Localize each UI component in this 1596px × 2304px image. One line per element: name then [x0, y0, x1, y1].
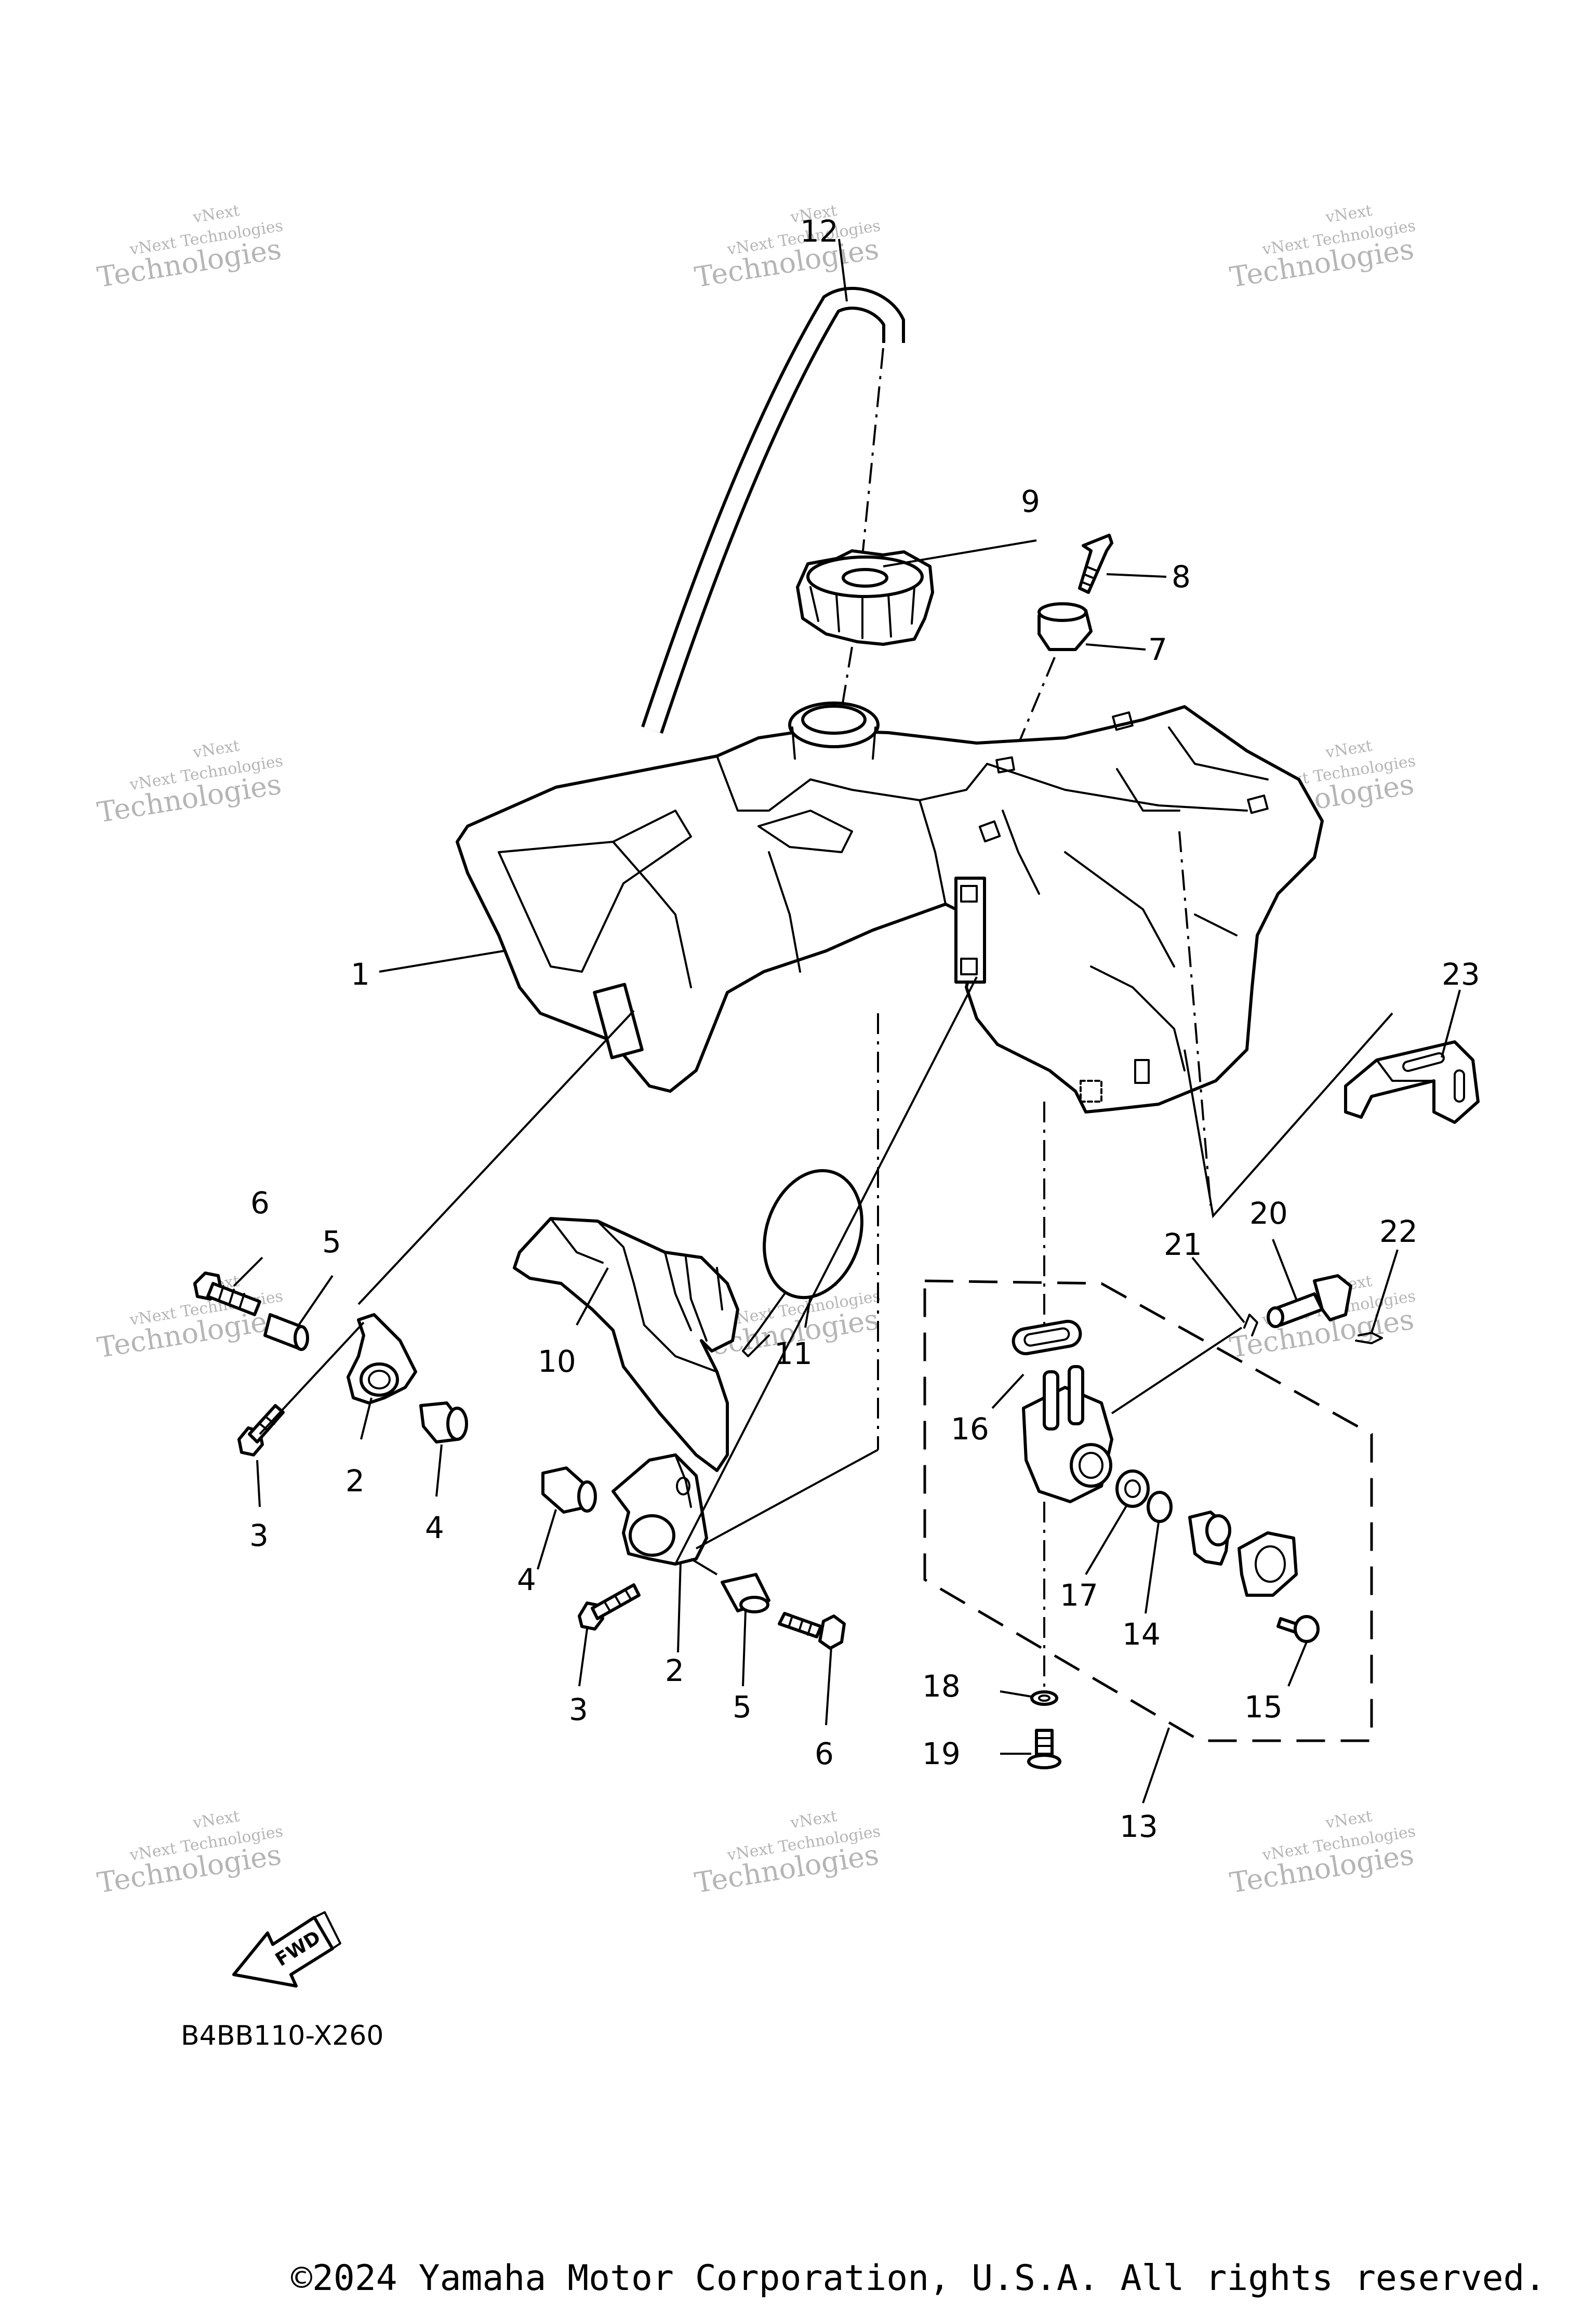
clip-22 — [1355, 1332, 1383, 1344]
callout-3-center: 3 — [569, 1692, 588, 1727]
collar-to-tank-guide — [1007, 657, 1056, 770]
breather-hose — [641, 287, 905, 734]
bracket-guide-line — [1183, 1012, 1393, 1219]
bracket-dashed-guide — [1178, 831, 1212, 1206]
cap-to-tank-guide — [841, 646, 853, 710]
callout-19: 19 — [922, 1736, 961, 1771]
callout-20: 20 — [1249, 1196, 1288, 1231]
collar-5-center — [721, 1573, 770, 1613]
callout-21: 21 — [1164, 1227, 1202, 1262]
callout-9: 9 — [1021, 484, 1040, 519]
bracket-23 — [1344, 1040, 1480, 1124]
callout-4-left: 4 — [425, 1510, 444, 1545]
center-mount-guide — [674, 976, 978, 1565]
svg-text:vNext: vNext — [191, 737, 241, 762]
callout-1: 1 — [351, 957, 370, 992]
fuel-tank — [456, 701, 1324, 1114]
callout-6-center: 6 — [815, 1736, 834, 1771]
svg-text:vNext: vNext — [789, 1807, 838, 1833]
callout-17: 17 — [1060, 1578, 1098, 1613]
fuel-tank-cap — [796, 549, 934, 646]
screw-8 — [1078, 534, 1113, 594]
collar-5-left — [263, 1313, 309, 1351]
screw-15 — [1276, 1615, 1320, 1643]
leader-lines — [233, 239, 1461, 1804]
clip-21 — [1243, 1314, 1258, 1336]
bolt-6-left — [193, 1272, 261, 1316]
svg-text:vNext: vNext — [191, 202, 241, 227]
callout-2-left: 2 — [345, 1463, 365, 1499]
callout-18: 18 — [922, 1669, 961, 1704]
callout-4-center: 4 — [517, 1562, 536, 1597]
center-collar-guide — [690, 1558, 718, 1575]
copyright-notice: ©2024 Yamaha Motor Corporation, U.S.A. A… — [291, 2258, 1546, 2299]
damper-4-left — [419, 1401, 468, 1444]
shroud-10 — [513, 1217, 739, 1472]
plate-part — [1238, 1531, 1298, 1597]
damper-4-center — [541, 1466, 597, 1514]
screw-19 — [1027, 1729, 1061, 1769]
callout-11: 11 — [774, 1336, 813, 1371]
svg-text:vNext: vNext — [191, 1807, 241, 1833]
bolt-3-left — [237, 1404, 285, 1456]
left-bolt-guide — [259, 1321, 365, 1435]
fwd-arrow-icon: FWD — [232, 1911, 341, 1988]
gasket-16 — [1012, 1319, 1082, 1356]
callout-16: 16 — [951, 1411, 989, 1447]
clip-guide — [1111, 1327, 1243, 1414]
callout-12: 12 — [800, 214, 839, 249]
bolt-3-center — [578, 1583, 641, 1631]
svg-text:vNext: vNext — [1324, 202, 1373, 227]
svg-text:vNext: vNext — [1324, 737, 1373, 762]
callout-14: 14 — [1122, 1617, 1161, 1652]
bolt-6-center — [778, 1612, 846, 1650]
left-mount-guide — [357, 1010, 635, 1305]
callout-8: 8 — [1172, 559, 1191, 594]
diagram-code: B4BB110-X260 — [181, 2020, 383, 2051]
stay-2-left — [347, 1313, 417, 1405]
callout-3-left: 3 — [249, 1518, 269, 1553]
callout-5-left: 5 — [322, 1224, 341, 1260]
collar-7 — [1038, 602, 1093, 651]
callout-10: 10 — [538, 1344, 576, 1379]
lever-part — [1188, 1511, 1231, 1566]
filter-17 — [1115, 1469, 1150, 1508]
svg-text:vNext: vNext — [1324, 1807, 1373, 1833]
center-dashed-guide-b — [696, 1449, 879, 1550]
stay-2-center — [611, 1453, 708, 1566]
callout-13: 13 — [1120, 1809, 1158, 1844]
callout-23: 23 — [1442, 957, 1480, 992]
callout-6-left: 6 — [250, 1185, 270, 1221]
hose-to-cap-guide — [861, 348, 884, 557]
band-11 — [742, 1169, 863, 1357]
fuel-cock-body — [1022, 1365, 1113, 1503]
fuel-cock-kit-boundary — [923, 1279, 1373, 1742]
callout-7: 7 — [1148, 632, 1167, 667]
callout-15: 15 — [1244, 1689, 1283, 1725]
o-ring-14 — [1147, 1491, 1173, 1523]
callout-labels: 1 2 2 3 3 4 4 5 5 6 6 7 8 9 10 11 12 13 … — [249, 214, 1480, 1844]
washer-18 — [1030, 1690, 1058, 1706]
callout-2-center: 2 — [665, 1653, 684, 1688]
callout-5-center: 5 — [733, 1689, 752, 1725]
callout-22: 22 — [1379, 1214, 1418, 1249]
pin-20 — [1267, 1274, 1352, 1328]
